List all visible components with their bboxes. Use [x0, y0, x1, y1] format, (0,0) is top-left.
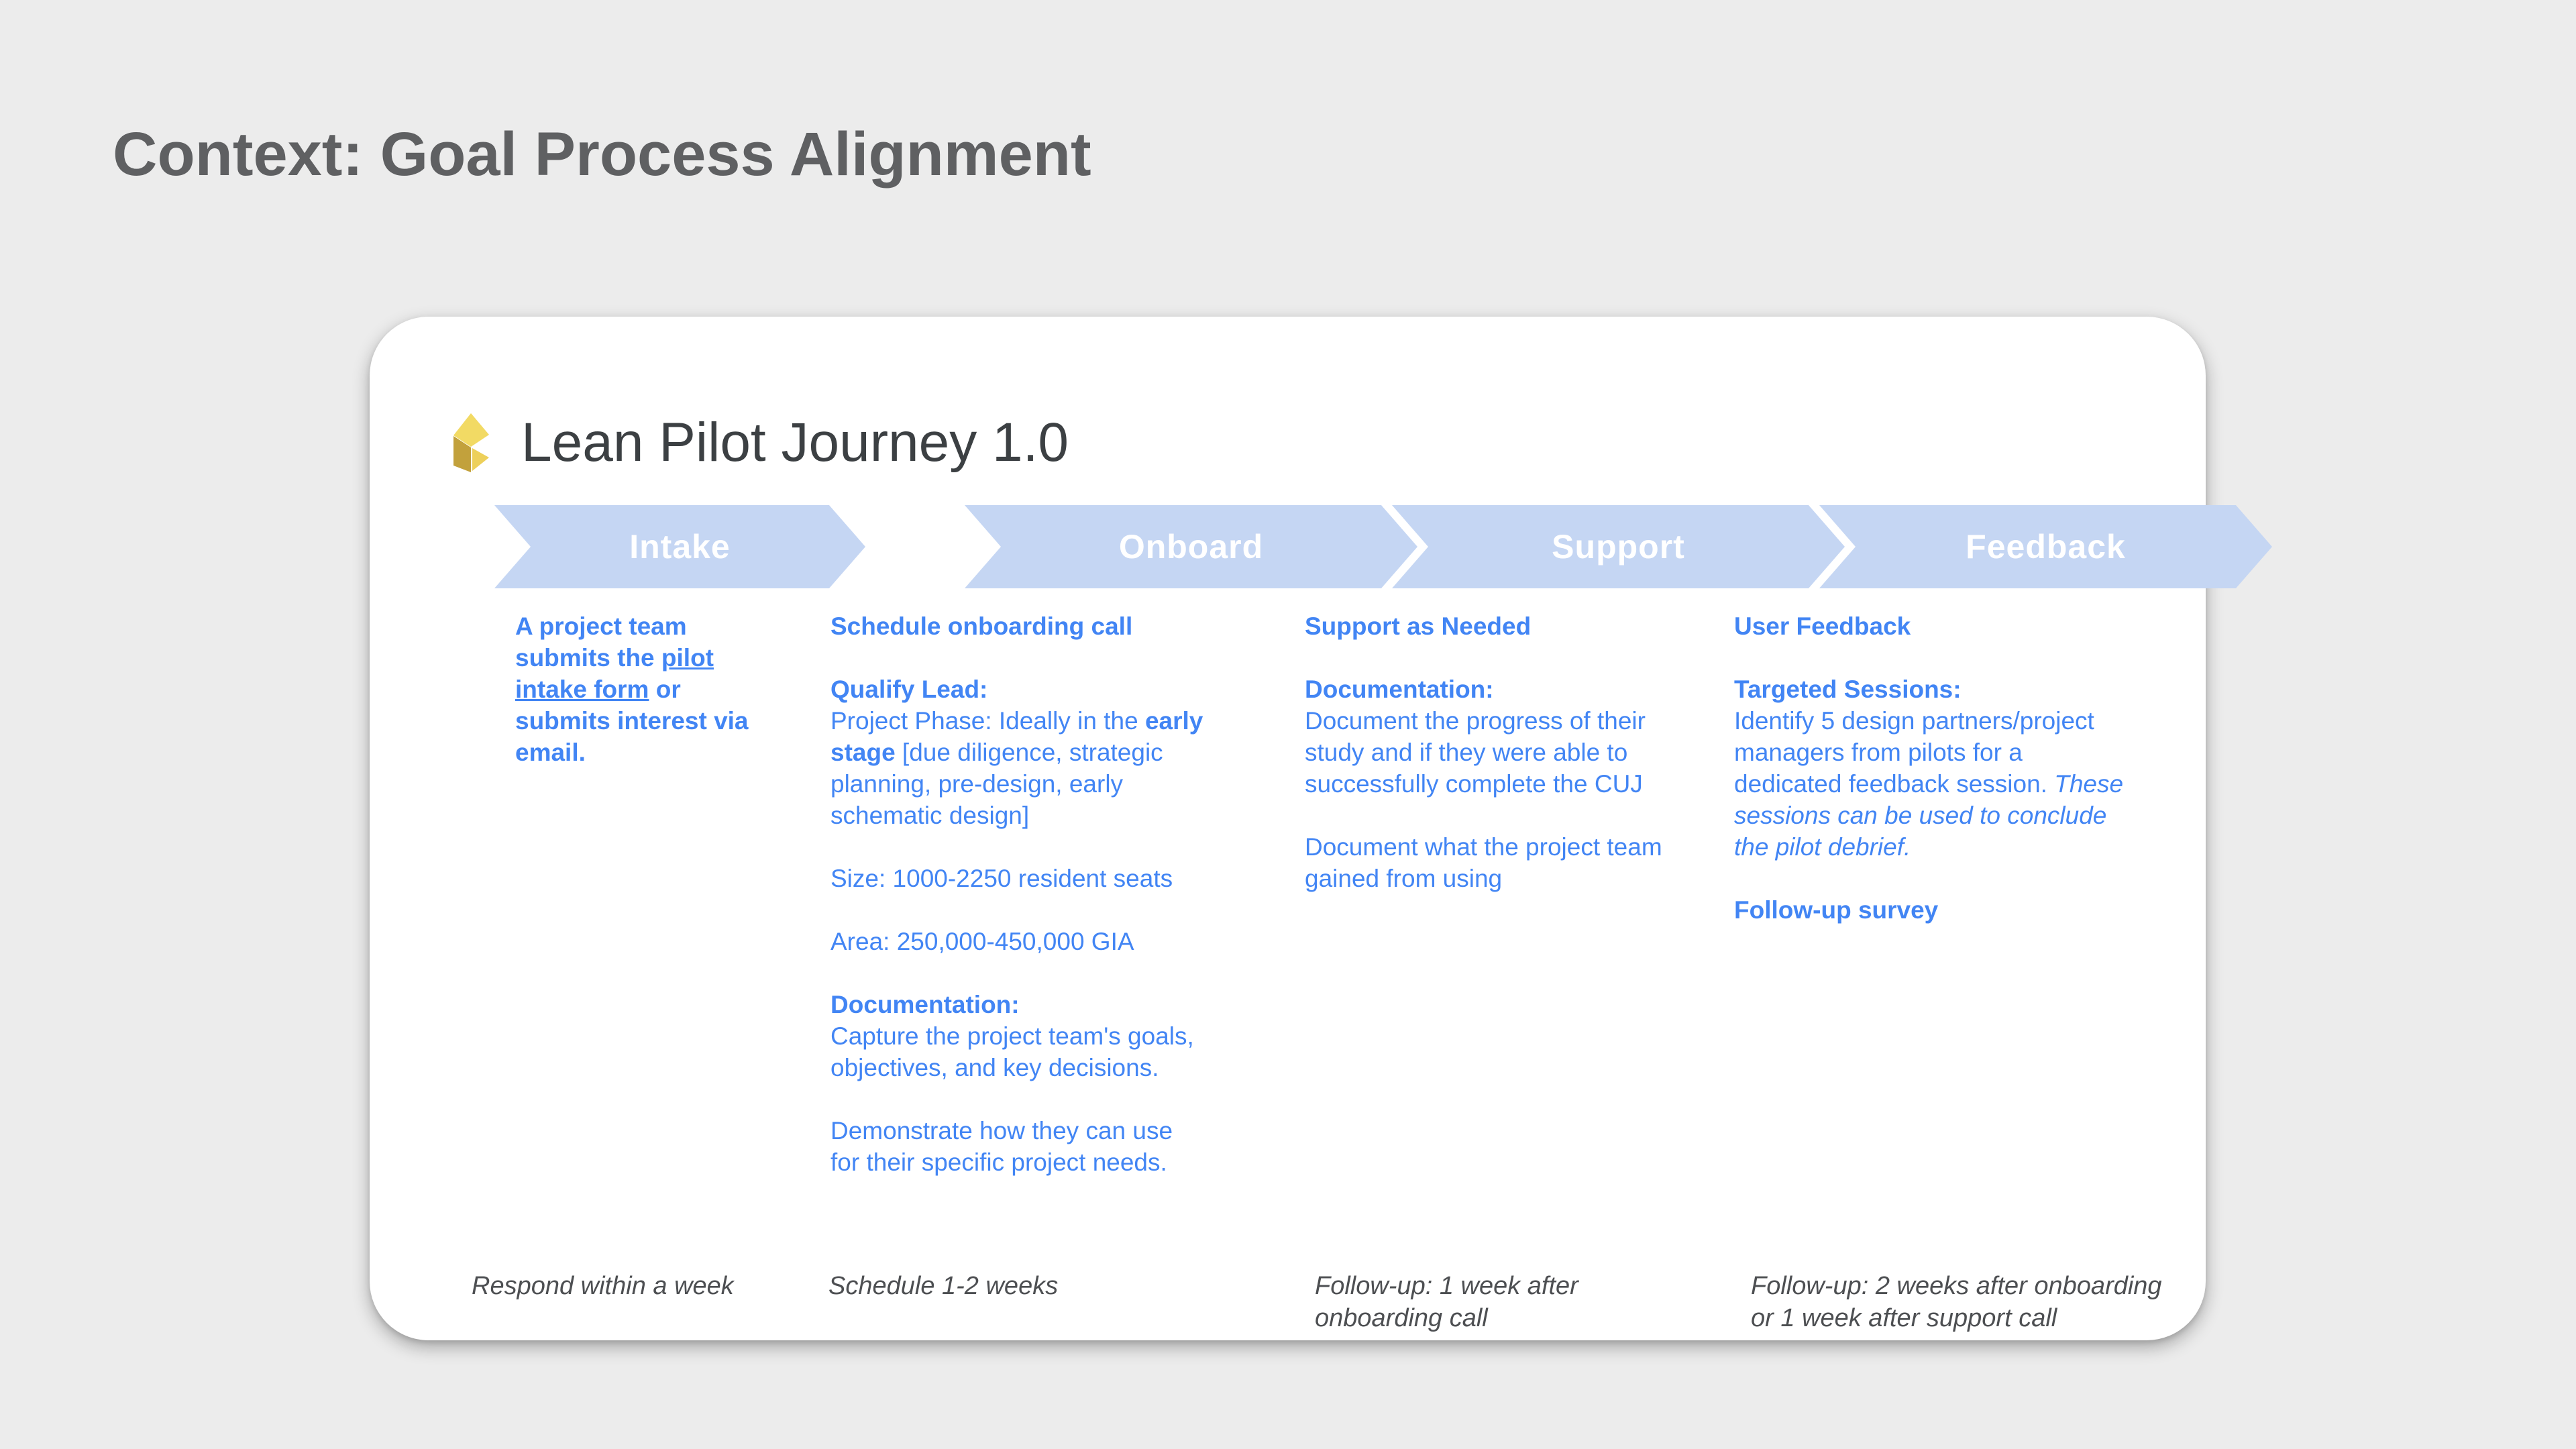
text-segment: Document what the project team gained fr… — [1305, 833, 1662, 892]
chevron-label: Intake — [629, 528, 731, 566]
pilot-intake-form-link[interactable]: pilot intake form — [515, 644, 714, 703]
chevron-stage-feedback: Feedback — [1819, 505, 2272, 588]
stage-footnote-onboard: Schedule 1-2 weeks — [828, 1272, 1059, 1300]
text-segment: Document the progress of their study and… — [1305, 707, 1646, 798]
text-segment: [due diligence, strategic planning, pre-… — [830, 739, 1163, 829]
stage-footnote-support: Follow-up: 1 week after onboarding call — [1315, 1272, 1578, 1332]
text-segment: Qualify Lead: — [830, 676, 988, 703]
card-header: Lean Pilot Journey 1.0 — [453, 411, 1069, 474]
text-segment: Documentation: — [830, 991, 1020, 1018]
chevron-label: Onboard — [1118, 528, 1264, 566]
stage-footnote-intake: Respond within a week — [472, 1272, 734, 1300]
stage-content-intake: A project team submits the pilot intake … — [515, 610, 834, 800]
text-segment: early stage — [830, 707, 1203, 766]
text-segment: A project team submits the — [515, 612, 687, 672]
text-segment: Size: 1000-2250 resident seats — [830, 865, 1173, 892]
card-title: Lean Pilot Journey 1.0 — [521, 411, 1069, 473]
text-segment: or submits interest via email. — [515, 676, 749, 766]
chevron-stage-intake: Intake — [494, 505, 865, 588]
text-segment: User Feedback — [1734, 612, 1911, 640]
text-segment: Demonstrate how they can use for their s… — [830, 1117, 1173, 1176]
page-title: Context: Goal Process Alignment — [113, 120, 1091, 189]
chevron-stage-onboard: Onboard — [965, 505, 1417, 588]
chevron-stage-support: Support — [1392, 505, 1845, 588]
yellow-cube-logo-icon — [453, 413, 489, 472]
process-flow-chevrons: Intake Onboard Support Feedback — [494, 505, 2147, 588]
chevron-label: Support — [1552, 528, 1685, 566]
text-segment: Identify 5 design partners/project manag… — [1734, 707, 2094, 798]
text-segment: Project Phase: Ideally in the — [830, 707, 1138, 735]
text-segment: Schedule onboarding call — [830, 612, 1133, 640]
text-segment: Area: 250,000-450,000 GIA — [830, 928, 1134, 955]
journey-card: Lean Pilot Journey 1.0 Intake Onboard Su… — [370, 317, 2206, 1340]
stage-footnote-feedback: Follow-up: 2 weeks after onboarding or 1… — [1751, 1272, 2162, 1332]
chevron-label: Feedback — [1966, 528, 2126, 566]
text-segment: Targeted Sessions: — [1734, 676, 1962, 703]
text-segment: Documentation: — [1305, 676, 1494, 703]
text-segment: Support as Needed — [1305, 612, 1532, 640]
text-segment: Follow-up survey — [1734, 896, 1939, 924]
text-segment: These sessions can be used to conclude t… — [1734, 770, 2124, 861]
text-segment: Capture the project team's goals, object… — [830, 1022, 1194, 1081]
